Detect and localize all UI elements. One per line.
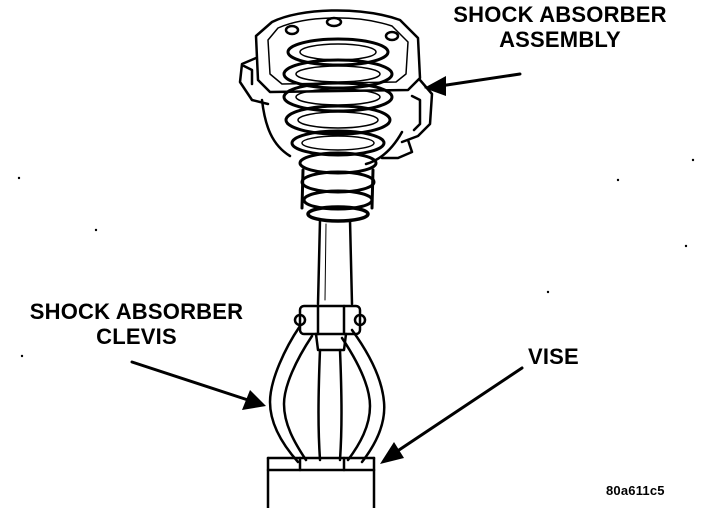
label-shock-absorber-clevis: SHOCK ABSORBER CLEVIS	[4, 299, 269, 349]
scan-speckles	[17, 158, 695, 358]
label-vise: VISE	[528, 344, 579, 369]
strut-shaft	[316, 218, 354, 306]
label-line: ASSEMBLY	[499, 26, 621, 52]
clevis-fork	[268, 324, 386, 464]
arrow-clevis	[130, 360, 266, 410]
coil-spring	[282, 37, 394, 223]
label-shock-absorber-assembly: SHOCK ABSORBER ASSEMBLY	[420, 2, 700, 52]
arrow-vise	[380, 366, 524, 464]
label-line: SHOCK ABSORBER	[453, 2, 667, 27]
upper-mount	[254, 9, 422, 94]
label-line: SHOCK ABSORBER	[29, 299, 244, 324]
arrow-assembly	[424, 72, 522, 96]
vise-jaws	[266, 456, 376, 508]
clevis-collar	[293, 304, 367, 352]
figure-code: 80a611c5	[606, 483, 665, 498]
label-line: CLEVIS	[96, 323, 177, 349]
